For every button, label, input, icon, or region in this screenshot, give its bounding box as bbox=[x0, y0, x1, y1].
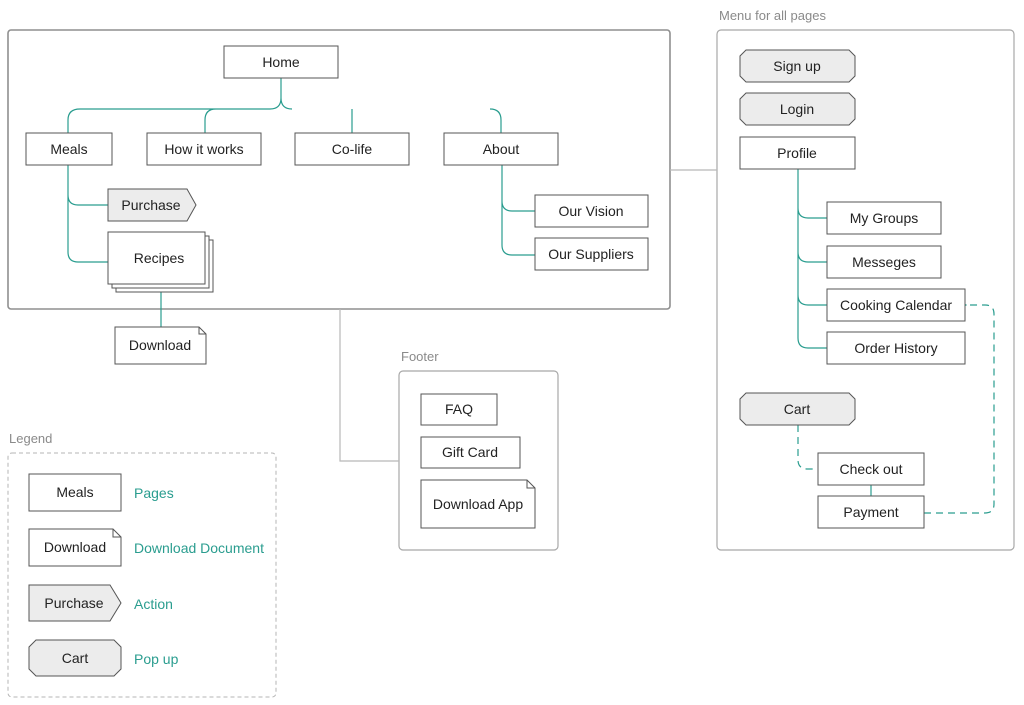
node-label: Recipes bbox=[134, 250, 185, 266]
node-label: Our Suppliers bbox=[548, 246, 634, 262]
legend-popup-symbol: Cart bbox=[28, 639, 122, 677]
node-label: Cooking Calendar bbox=[840, 297, 952, 313]
page-node-co-life[interactable]: Co-life bbox=[294, 132, 410, 166]
page-node-check-out[interactable]: Check out bbox=[817, 452, 925, 486]
node-label: Meals bbox=[50, 141, 87, 157]
popup-node-login[interactable]: Login bbox=[739, 92, 856, 126]
page-node-messages[interactable]: Messeges bbox=[826, 245, 942, 279]
legend-frame bbox=[7, 452, 277, 698]
footer-section-label: Footer bbox=[401, 349, 439, 364]
page-stack-node-recipes[interactable]: Recipes bbox=[107, 231, 214, 293]
legend-pages-text: Pages bbox=[134, 485, 174, 501]
legend-document-symbol: Download bbox=[28, 528, 122, 567]
node-label: Our Vision bbox=[558, 203, 623, 219]
node-label: How it works bbox=[164, 141, 243, 157]
home-children-connector bbox=[67, 78, 502, 133]
node-label: Messeges bbox=[852, 254, 916, 270]
about-children-connector bbox=[501, 165, 535, 256]
popup-node-cart[interactable]: Cart bbox=[739, 392, 856, 426]
node-label: FAQ bbox=[445, 401, 473, 417]
legend-symbol-label: Download bbox=[44, 539, 106, 555]
page-node-payment[interactable]: Payment bbox=[817, 495, 925, 529]
legend-page-symbol: Meals bbox=[28, 473, 122, 512]
page-node-order-history[interactable]: Order History bbox=[826, 331, 966, 365]
node-label: Cart bbox=[784, 401, 811, 417]
legend-symbol-label: Purchase bbox=[44, 595, 103, 611]
legend-symbol-label: Cart bbox=[62, 650, 89, 666]
document-node-download[interactable]: Download bbox=[114, 326, 207, 365]
page-node-profile[interactable]: Profile bbox=[739, 136, 856, 170]
page-node-our-vision[interactable]: Our Vision bbox=[534, 194, 649, 228]
legend-action-text: Action bbox=[134, 596, 173, 612]
legend-download-document-text: Download Document bbox=[134, 540, 264, 556]
node-label: Payment bbox=[843, 504, 898, 520]
page-node-meals[interactable]: Meals bbox=[25, 132, 113, 166]
node-label: Co-life bbox=[332, 141, 373, 157]
popup-node-sign-up[interactable]: Sign up bbox=[739, 49, 856, 83]
page-node-how-it-works[interactable]: How it works bbox=[146, 132, 262, 166]
node-label: Check out bbox=[839, 461, 902, 477]
meals-children-connector bbox=[67, 165, 108, 263]
page-node-gift-card[interactable]: Gift Card bbox=[420, 436, 521, 469]
node-label: My Groups bbox=[850, 210, 918, 226]
menu-section-label: Menu for all pages bbox=[719, 8, 826, 23]
document-node-download-app[interactable]: Download App bbox=[420, 479, 536, 529]
node-label: Home bbox=[262, 54, 300, 70]
page-node-about[interactable]: About bbox=[443, 132, 559, 166]
page-node-cooking-calendar[interactable]: Cooking Calendar bbox=[826, 288, 966, 322]
node-label: Download bbox=[129, 337, 191, 353]
cart-checkout-connector bbox=[797, 425, 818, 470]
node-label: Profile bbox=[777, 145, 817, 161]
node-label: Login bbox=[780, 101, 814, 117]
site-to-footer-connector bbox=[339, 309, 399, 462]
payment-to-calendar-connector bbox=[924, 305, 995, 514]
node-label: Gift Card bbox=[442, 444, 498, 460]
page-node-my-groups[interactable]: My Groups bbox=[826, 201, 942, 235]
page-node-our-suppliers[interactable]: Our Suppliers bbox=[534, 237, 649, 271]
profile-children-connector bbox=[797, 169, 827, 349]
legend-symbol-label: Meals bbox=[56, 484, 93, 500]
legend-popup-text: Pop up bbox=[134, 651, 179, 667]
legend-section-label: Legend bbox=[9, 431, 52, 446]
node-label: Purchase bbox=[121, 197, 180, 213]
page-node-home[interactable]: Home bbox=[223, 45, 339, 79]
action-node-purchase[interactable]: Purchase bbox=[107, 188, 197, 222]
node-label: Order History bbox=[854, 340, 937, 356]
node-label: About bbox=[483, 141, 520, 157]
legend-action-symbol: Purchase bbox=[28, 584, 122, 622]
menu-frame bbox=[716, 29, 1015, 551]
node-label: Download App bbox=[433, 496, 524, 512]
page-node-faq[interactable]: FAQ bbox=[420, 393, 498, 426]
node-label: Sign up bbox=[773, 58, 821, 74]
